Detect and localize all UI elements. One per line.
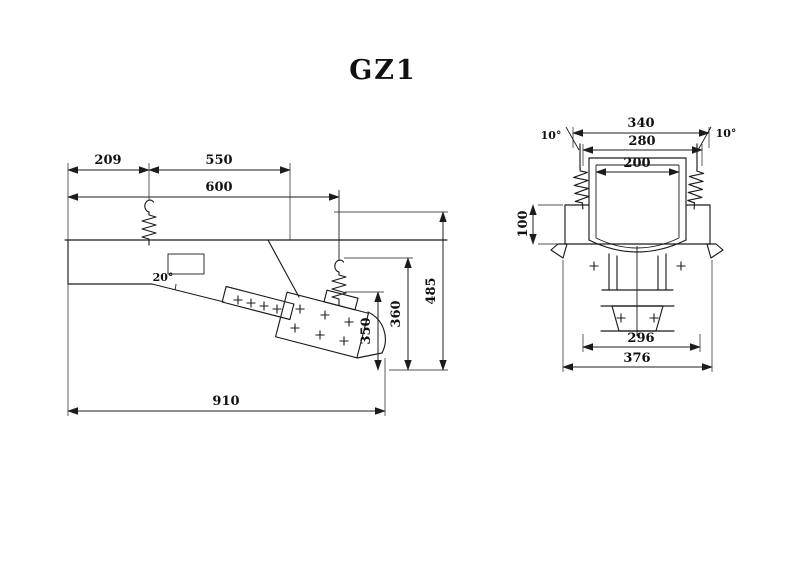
left-spring-icon: [572, 166, 591, 210]
right-spring-icon: [686, 166, 705, 210]
dim-label-485: 485: [424, 277, 439, 304]
drawing-title: GZ1: [349, 55, 417, 86]
front-view: 340 280 200 100 296 376 10° 10°: [516, 116, 736, 372]
dim-label-296: 296: [627, 331, 654, 346]
angle-label-10-left: 10°: [541, 129, 562, 142]
discharge-spout: [356, 311, 386, 359]
side-view-dimension-lines: [67, 166, 447, 415]
inspection-window: [167, 253, 205, 275]
side-view-outline: [64, 239, 448, 359]
angle-label-10-right: 10°: [716, 127, 737, 140]
cross-marks: [232, 294, 355, 347]
spring-seat-plate: [323, 289, 359, 311]
dim-label-200: 200: [623, 156, 650, 171]
rear-suspension-spring-icon: [331, 190, 347, 306]
magnet-core: [611, 305, 664, 332]
side-view-extension-lines: [67, 163, 448, 416]
chute-section: [221, 285, 295, 321]
dim-label-340: 340: [627, 116, 654, 131]
dim-label-910: 910: [212, 394, 239, 409]
side-view: 209 550 600 485 360 350 910 20°: [64, 153, 448, 416]
vibrator-body: [275, 291, 369, 359]
dim-label-600: 600: [205, 180, 232, 195]
front-view-dimension-lines: [529, 129, 713, 371]
trough-incline-edge: [151, 283, 225, 303]
dim-label-280: 280: [628, 134, 655, 149]
right-foot-bracket: [706, 243, 724, 259]
side-hanger-brackets: [550, 204, 724, 259]
dim-label-100: 100: [516, 210, 531, 237]
electromagnet-assembly: [588, 246, 687, 336]
dim-label-360: 360: [389, 300, 404, 327]
dim-label-376: 376: [623, 351, 650, 366]
dim-label-550: 550: [205, 153, 232, 168]
dim-label-350: 350: [359, 317, 374, 344]
angle-label-20: 20°: [153, 271, 174, 284]
angle-arc: [174, 283, 177, 291]
front-suspension-spring-icon: [141, 199, 157, 246]
left-foot-bracket: [550, 243, 568, 259]
dim-label-209: 209: [94, 153, 121, 168]
left-angle-leader: [565, 126, 580, 151]
